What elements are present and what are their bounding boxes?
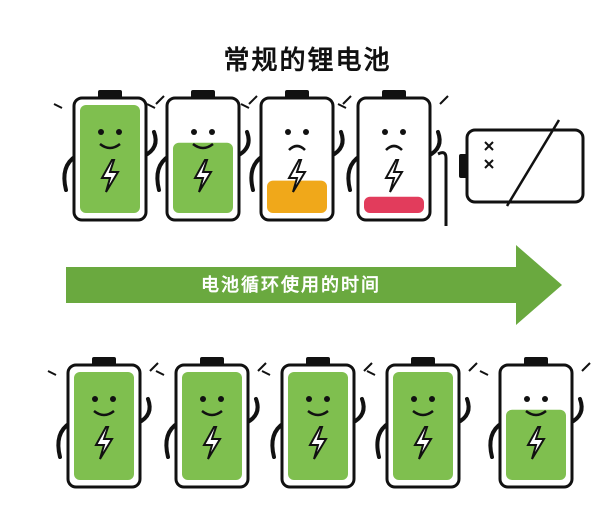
eye: [411, 396, 417, 402]
smile: [412, 409, 434, 417]
charge-level: [393, 372, 453, 480]
lightning-icon: [384, 159, 404, 193]
motion-tick: [439, 95, 449, 105]
motion-tick: [146, 103, 156, 109]
eye: [92, 396, 98, 402]
lightning-icon: [202, 426, 222, 460]
battery-dead: [459, 119, 585, 207]
battery-full-3: [261, 357, 373, 489]
lightning-icon: [94, 426, 114, 460]
eye: [200, 396, 206, 402]
charge-level: [267, 180, 327, 213]
eye: [191, 129, 197, 135]
bottom-battery-row: [47, 357, 591, 489]
x-eye-icon: [484, 159, 494, 169]
charge-level: [182, 372, 242, 480]
lightning-icon: [193, 159, 213, 193]
smile: [99, 142, 121, 150]
eye: [524, 396, 530, 402]
walking-cane: [437, 151, 448, 226]
motion-tick: [261, 370, 271, 376]
arrow-label: 电池循环使用的时间: [201, 275, 381, 296]
battery-body: [356, 96, 432, 222]
smile: [201, 409, 223, 417]
motion-tick: [53, 103, 63, 109]
battery-full: [53, 90, 165, 222]
eye: [285, 129, 291, 135]
lightning-icon: [526, 426, 546, 460]
eye: [382, 129, 388, 135]
battery-full-4: [366, 357, 478, 489]
battery-full-2: [155, 357, 267, 489]
motion-tick: [155, 95, 165, 105]
motion-tick: [240, 103, 250, 109]
eye: [400, 129, 406, 135]
frown: [288, 144, 306, 151]
crack-line: [505, 119, 561, 207]
eye: [303, 129, 309, 135]
eye: [110, 396, 116, 402]
motion-tick: [342, 95, 352, 105]
motion-tick: [47, 370, 57, 376]
eye: [209, 129, 215, 135]
smile: [93, 409, 115, 417]
battery-very-low: [337, 90, 449, 226]
motion-tick: [581, 362, 591, 372]
motion-tick: [337, 103, 347, 109]
top-battery-row: [53, 90, 585, 226]
arrow-shape: [66, 245, 562, 325]
eye: [324, 396, 330, 402]
motion-tick: [363, 362, 373, 372]
charge-level: [80, 105, 140, 213]
x-eye-icon: [484, 141, 494, 151]
charge-level: [364, 196, 424, 213]
smile: [307, 409, 329, 417]
battery-body: [465, 128, 585, 204]
lightning-icon: [287, 159, 307, 193]
motion-tick: [468, 362, 478, 372]
eye: [98, 129, 104, 135]
charge-level: [288, 372, 348, 480]
eye: [306, 396, 312, 402]
motion-tick: [248, 95, 258, 105]
battery-high: [146, 90, 258, 222]
motion-tick: [149, 362, 159, 372]
eye: [218, 396, 224, 402]
lightning-icon: [308, 426, 328, 460]
battery-low: [240, 90, 352, 222]
time-arrow: 电池循环使用的时间: [66, 245, 562, 325]
charge-level: [74, 372, 134, 480]
frown: [385, 144, 403, 151]
battery-full-1: [47, 357, 159, 489]
eye: [429, 396, 435, 402]
motion-tick: [479, 370, 489, 376]
page-title: 常规的锂电池: [223, 46, 392, 76]
motion-tick: [366, 370, 376, 376]
smile: [525, 409, 547, 417]
eye: [542, 396, 548, 402]
motion-tick: [155, 370, 165, 376]
battery-high-5: [479, 357, 591, 489]
lightning-icon: [100, 159, 120, 193]
motion-tick: [257, 362, 267, 372]
smile: [192, 142, 214, 150]
eye: [116, 129, 122, 135]
lightning-icon: [413, 426, 433, 460]
